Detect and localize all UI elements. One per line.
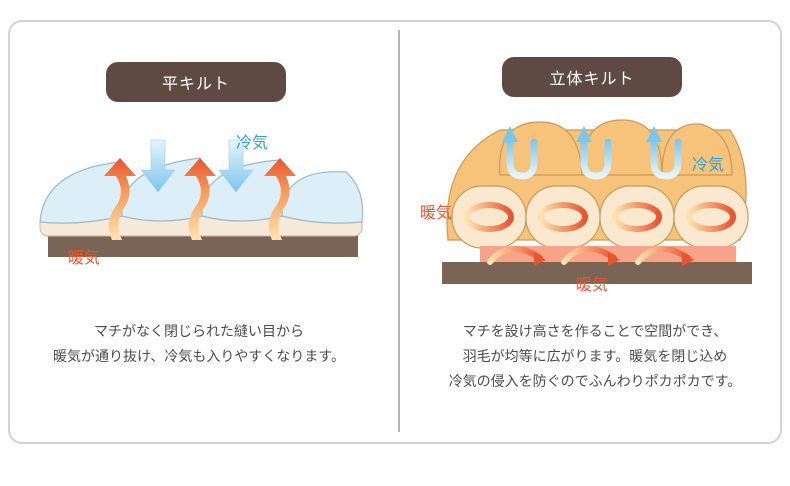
cold-u-arrows (506, 136, 682, 180)
box-quilt-title: 立体キルト (502, 57, 682, 97)
box-quilt-description: マチを設け高さを作ることで空間ができ、 羽毛が均等に広がります。暖気を閉じ込め … (400, 320, 790, 395)
warm-arrow (184, 158, 216, 240)
arrow-head (502, 126, 518, 142)
flat-quilt-illustration: 冷気 暖気 (39, 133, 364, 267)
description-line: 冷気の侵入を防ぐのでふんわりポカポカです。 (448, 374, 742, 390)
quilt-hump (581, 119, 663, 176)
warm-air-arrows (104, 158, 296, 240)
cold-u (650, 136, 682, 180)
box-warm-bottom-label: 暖気 (576, 275, 608, 294)
warm-arrow (264, 158, 296, 240)
description-line: マチがなく閉じられた縫い目から (94, 324, 304, 340)
cold-arrow (218, 139, 254, 193)
cold-u (580, 136, 612, 180)
quilt-cell (599, 185, 675, 249)
quilt-cell (451, 185, 527, 249)
flat-quilt-cells (39, 157, 364, 224)
flat-quilt-description: マチがなく閉じられた縫い目から 暖気が通り抜け、冷気も入りやすくなります。 (0, 320, 398, 370)
quilt-hump (499, 121, 583, 176)
description-line: 羽毛が均等に広がります。暖気を閉じ込め (462, 349, 728, 365)
arrow-head (646, 126, 662, 142)
description-line: マチを設け高さを作ることで空間ができ、 (462, 324, 728, 340)
mattress-base (48, 235, 358, 257)
warm-arrow (104, 158, 136, 240)
arrow-head (534, 252, 546, 266)
description-line: 暖気が通り抜け、冷気も入りやすくなります。 (53, 349, 345, 365)
quilt-cell (525, 185, 601, 249)
cold-u-heads (502, 126, 662, 142)
cold-air-arrows (140, 139, 254, 193)
cold-u (506, 136, 538, 180)
arrow-head (576, 126, 592, 142)
warm-loop (464, 202, 514, 232)
warm-loop (686, 202, 736, 232)
box-quilt-cells (451, 185, 749, 249)
flat-quilt-title: 平キルト (106, 62, 286, 102)
warm-circular-arrows (464, 202, 736, 232)
box-quilt-panel: 立体キルト (400, 0, 790, 486)
warm-loop (612, 202, 662, 232)
panel-divider (398, 30, 400, 432)
quilt-cell (673, 185, 749, 249)
box-warm-left-label: 暖気 (420, 203, 452, 222)
box-quilt-humps (499, 119, 733, 176)
box-quilt-illustration: 冷気 暖気 暖気 (420, 119, 752, 294)
arrow-head (682, 252, 694, 266)
warm-loop (538, 202, 588, 232)
flat-warm-label: 暖気 (68, 248, 100, 267)
cold-arrow (140, 139, 176, 193)
warm-arc-heads (534, 252, 694, 266)
box-cold-label: 冷気 (692, 155, 724, 174)
flat-quilt-panel: 平キルト (0, 62, 398, 370)
mattress-base (442, 262, 752, 284)
flat-cold-label: 冷気 (236, 133, 268, 152)
quilt-cell (281, 171, 364, 224)
arrow-head (608, 252, 620, 266)
